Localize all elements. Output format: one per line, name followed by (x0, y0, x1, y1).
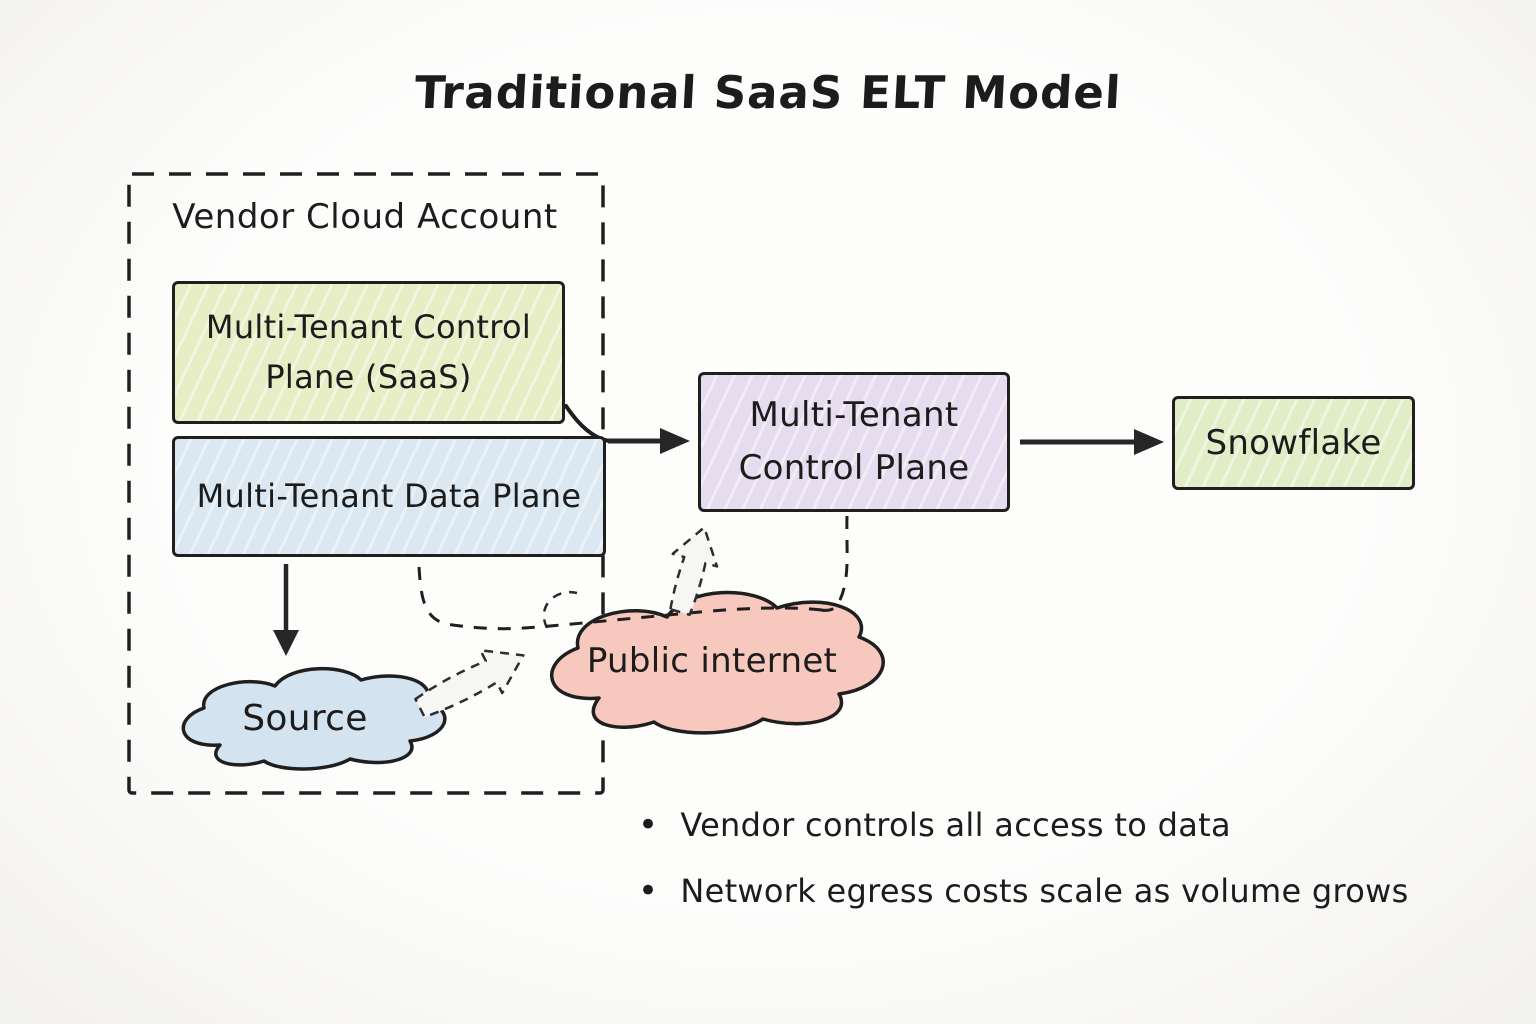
bullet-dot: • (638, 805, 659, 845)
node-multi-tenant-control-plane: Multi-Tenant Control Plane (698, 372, 1010, 512)
diagram-title: Traditional SaaS ELT Model (413, 66, 1123, 119)
note-item: • Network egress costs scale as volume g… (638, 872, 1409, 910)
connector-controlplane-to-internet-dashed (820, 515, 849, 612)
vendor-cloud-account-label: Vendor Cloud Account (172, 197, 558, 237)
connector-dataplane-to-internet-dashed (417, 566, 823, 631)
node-label-line: Multi-Tenant (749, 395, 959, 436)
arrow-dataplane-to-source-head (273, 630, 299, 656)
source-cloud-label: Source (242, 698, 367, 739)
node-multi-tenant-data-plane: Multi-Tenant Data Plane (172, 436, 606, 557)
node-snowflake: Snowflake (1172, 396, 1415, 490)
node-label-line: Plane (SaaS) (265, 357, 472, 396)
note-text: Vendor controls all access to data (680, 806, 1231, 844)
node-label-line: Multi-Tenant Control (205, 307, 532, 346)
public-internet-cloud-shape (550, 590, 885, 735)
arrow-internet-to-controlplane-outline (669, 526, 719, 617)
cloud-dashed-detail (542, 590, 578, 629)
bullet-dot: • (638, 871, 659, 911)
node-multi-tenant-control-plane-saas: Multi-Tenant Control Plane (SaaS) (172, 281, 565, 424)
arrow-vendor-to-controlplane-head (660, 428, 690, 454)
public-internet-cloud-label: Public internet (587, 641, 837, 681)
node-label-line: Multi-Tenant Data Plane (196, 476, 582, 515)
note-text: Network egress costs scale as volume gro… (680, 872, 1409, 910)
notes-list: • Vendor controls all access to data • N… (638, 806, 1409, 938)
node-label-line: Snowflake (1205, 422, 1382, 463)
arrow-source-to-internet-outline (414, 649, 525, 719)
note-item: • Vendor controls all access to data (638, 806, 1409, 844)
source-cloud-shape (181, 666, 447, 771)
arrow-controlplane-to-snowflake-head (1134, 429, 1164, 455)
node-label-line: Control Plane (738, 448, 970, 488)
